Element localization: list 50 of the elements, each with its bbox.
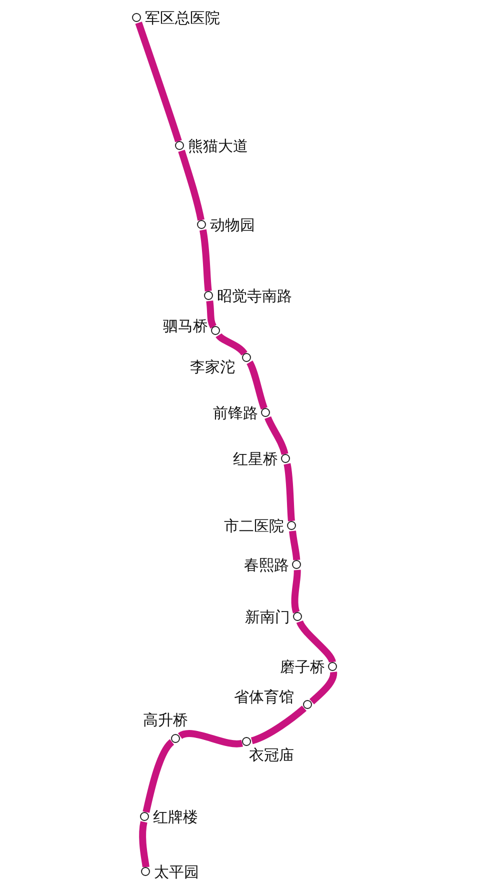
metro-line-segment bbox=[178, 730, 243, 748]
station-name: 昭觉寺南路 bbox=[217, 287, 292, 305]
station-marker bbox=[211, 326, 220, 335]
metro-line-segment bbox=[216, 333, 248, 356]
station-name: 前锋路 bbox=[213, 404, 258, 422]
metro-line-segment bbox=[139, 821, 150, 868]
station-marker bbox=[242, 353, 251, 362]
station-marker bbox=[287, 521, 296, 530]
station-marker bbox=[197, 220, 206, 229]
metro-line-segment bbox=[250, 706, 306, 744]
station-name: 红牌楼 bbox=[153, 808, 198, 826]
station-marker bbox=[171, 734, 180, 743]
metro-line-segment bbox=[289, 530, 300, 560]
station-marker bbox=[292, 560, 301, 569]
metro-line-segment bbox=[291, 570, 301, 614]
station-marker bbox=[281, 454, 290, 463]
station-name: 春熙路 bbox=[244, 556, 289, 574]
station-name: 驷马桥 bbox=[163, 317, 208, 335]
station-name: 红星桥 bbox=[233, 450, 278, 468]
station-marker bbox=[141, 867, 150, 876]
station-marker bbox=[293, 612, 302, 621]
station-marker bbox=[328, 662, 337, 671]
metro-line-segment bbox=[135, 22, 182, 142]
station-marker bbox=[261, 408, 270, 417]
station-name: 市二医院 bbox=[224, 517, 284, 535]
station-marker bbox=[175, 141, 184, 150]
station-name: 新南门 bbox=[245, 608, 290, 626]
station-name: 高升桥 bbox=[143, 711, 188, 729]
station-marker bbox=[242, 737, 251, 746]
station-name: 省体育馆 bbox=[234, 688, 294, 706]
metro-line-segment bbox=[200, 229, 212, 292]
station-name: 太平园 bbox=[154, 863, 199, 881]
station-name: 动物园 bbox=[210, 216, 255, 234]
station-marker bbox=[204, 291, 213, 300]
metro-line-segment bbox=[206, 300, 216, 328]
metro-line-segment bbox=[142, 739, 174, 813]
station-name: 军区总医院 bbox=[145, 9, 220, 27]
metro-line-segment bbox=[284, 463, 295, 522]
metro-line-segment bbox=[246, 360, 268, 410]
station-marker bbox=[140, 812, 149, 821]
station-name: 磨子桥 bbox=[280, 658, 325, 676]
station-name: 熊猫大道 bbox=[188, 137, 248, 155]
metro-line-segment bbox=[309, 672, 338, 704]
metro-line-segment bbox=[178, 150, 204, 221]
metro-line-segment bbox=[296, 620, 336, 664]
metro-line-segment bbox=[264, 416, 288, 456]
station-marker bbox=[132, 13, 141, 22]
station-marker bbox=[303, 700, 312, 709]
station-name: 李家沱 bbox=[190, 358, 235, 376]
station-name: 衣冠庙 bbox=[249, 746, 294, 764]
